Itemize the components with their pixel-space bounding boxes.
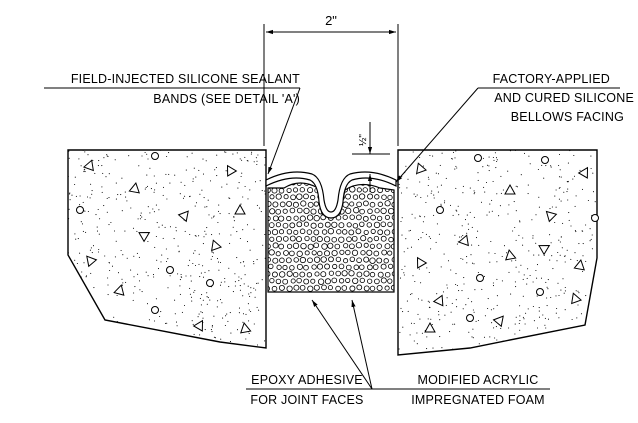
callout-top-left-line2: BANDS (SEE DETAIL 'A') [153,92,300,106]
left-concrete-slab [67,149,267,349]
leader-top-right [395,87,479,183]
bellows-depth-dimension: ½" [358,134,369,146]
callout-top-right-line2: AND CURED SILICONE [494,91,634,105]
right-slab-stipple [398,150,597,355]
callout-top-right-line1: FACTORY-APPLIED [493,72,610,86]
leader-bottom-left [311,299,373,390]
callout-bottom-right-line2: IMPREGNATED FOAM [411,393,545,407]
callout-top-left-line1: FIELD-INJECTED SILICONE SEALANT [71,72,300,86]
callout-bottom-right-line1: MODIFIED ACRYLIC [417,373,538,387]
leader-bottom-right [351,299,373,390]
callout-bottom-left-line1: EPOXY ADHESIVE [251,373,363,387]
right-slab-aggregate [416,154,599,333]
callout-top-right-line3: BELLOWS FACING [511,110,624,124]
callout-bottom-left-line2: FOR JOINT FACES [250,393,363,407]
width-dimension: 2" [325,13,337,28]
silicone-bellows-facing [265,171,397,219]
right-concrete-slab [397,149,598,356]
leader-top-left [267,87,301,175]
left-slab-aggregate [76,152,252,334]
